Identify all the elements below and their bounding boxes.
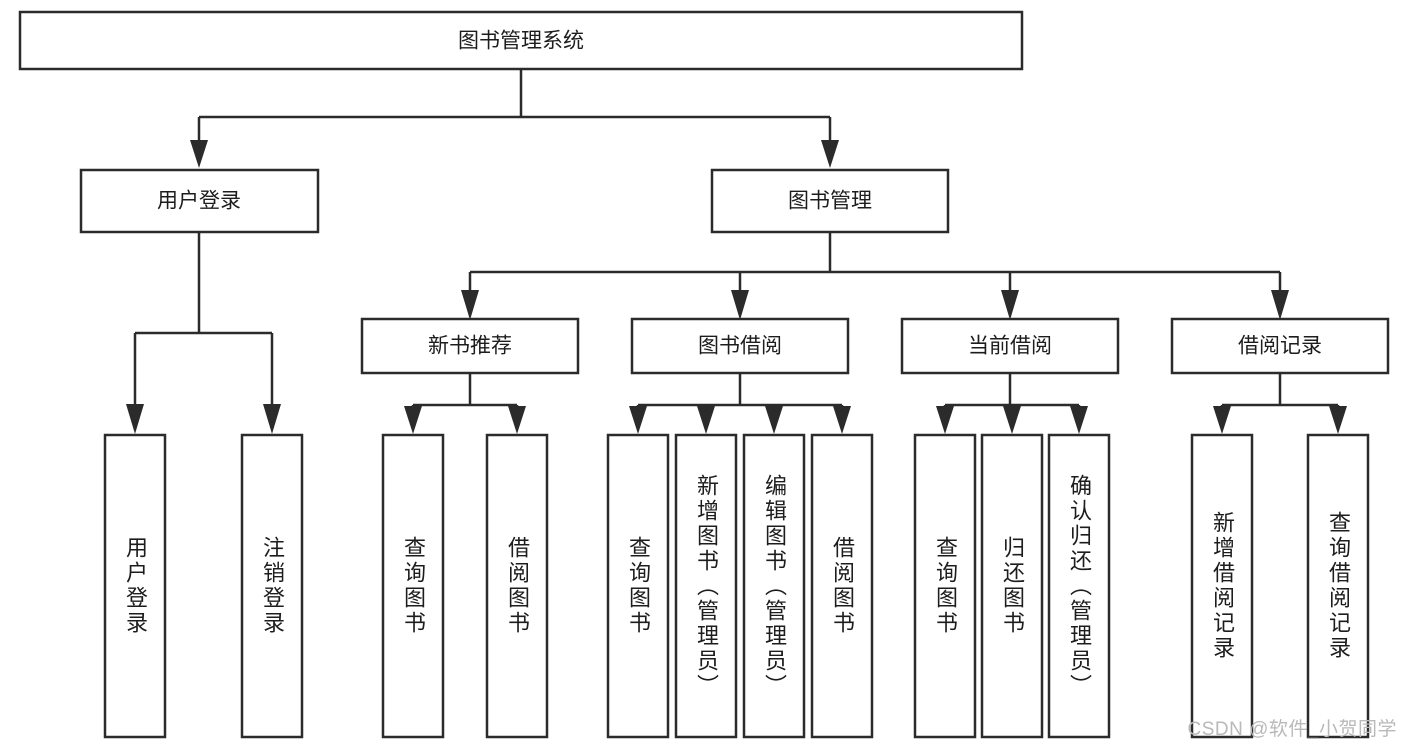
node-book-borrow-label: 图书借阅 — [698, 335, 782, 358]
connector-group-current-borrow — [936, 373, 1088, 434]
arrow-head-cb-leaf3 — [1070, 406, 1088, 434]
leaf-box-bb-borrow-book[interactable] — [810, 433, 874, 739]
node-root[interactable]: 图书管理系统 — [18, 10, 1024, 71]
leaf-box-bb-add-book[interactable] — [674, 433, 738, 739]
arrow-head-leaf-logout — [263, 404, 281, 434]
arrow-head-borrow-record — [1271, 290, 1289, 320]
arrow-head-cb-leaf2 — [1003, 406, 1021, 434]
node-root-label: 图书管理系统 — [458, 30, 584, 53]
leaf-box-br-query-record[interactable] — [1306, 433, 1370, 739]
node-new-book-recommend-label: 新书推荐 — [428, 335, 512, 358]
arrow-head-leaf-user-login — [126, 404, 144, 434]
node-borrow-record-label: 借阅记录 — [1238, 335, 1322, 358]
arrow-head-cb-leaf1 — [936, 406, 954, 434]
arrow-head-nb-leaf2 — [508, 406, 526, 434]
leaf-box-nb-query-book[interactable] — [381, 433, 445, 739]
leaf-box-br-add-record[interactable] — [1190, 433, 1254, 739]
node-user-login[interactable]: 用户登录 — [79, 168, 320, 234]
leaf-box-cb-return-book[interactable] — [980, 433, 1044, 739]
arrow-head-bb-leaf3 — [765, 406, 783, 434]
connector-group-root — [190, 69, 839, 168]
node-current-borrow-label: 当前借阅 — [968, 335, 1052, 358]
arrow-head-bb-leaf4 — [833, 406, 851, 434]
arrow-head-br-leaf2 — [1329, 406, 1347, 434]
node-new-book-recommend[interactable]: 新书推荐 — [360, 317, 580, 375]
arrow-head-current-borrow — [1001, 290, 1019, 320]
leaf-box-bb-query-book[interactable] — [606, 433, 670, 739]
arrow-head-new-book — [461, 290, 479, 320]
connector-group-borrow-record — [1213, 373, 1347, 434]
leaf-box-user-login[interactable] — [103, 433, 167, 739]
node-user-login-box[interactable] — [79, 168, 320, 234]
arrow-head-br-leaf1 — [1213, 406, 1231, 434]
leaf-box-logout[interactable] — [240, 433, 304, 739]
arrow-head-bb-leaf2 — [697, 406, 715, 434]
connector-group-user-login — [126, 232, 281, 434]
connector-group-new-book — [404, 373, 526, 434]
node-book-borrow[interactable]: 图书借阅 — [630, 317, 850, 375]
node-user-login-label: 用户登录 — [157, 190, 241, 213]
leaf-box-bb-edit-book[interactable] — [742, 433, 806, 739]
node-current-borrow[interactable]: 当前借阅 — [900, 317, 1120, 375]
arrow-head-nb-leaf1 — [404, 406, 422, 434]
node-borrow-record-box[interactable] — [1170, 317, 1390, 375]
connector-group-book-borrow — [629, 373, 851, 434]
node-borrow-record[interactable]: 借阅记录 — [1170, 317, 1390, 375]
node-book-management-box[interactable] — [710, 168, 950, 234]
arrow-head-bb-leaf1 — [629, 406, 647, 434]
node-new-book-recommend-box[interactable] — [360, 317, 580, 375]
leaf-box-nb-borrow-book[interactable] — [485, 433, 549, 739]
arrow-head-book-mgmt — [821, 140, 839, 168]
arrow-head-book-borrow — [731, 290, 749, 320]
node-current-borrow-box[interactable] — [900, 317, 1120, 375]
watermark-text: CSDN @软件_小贺同学 — [1187, 719, 1397, 740]
node-book-management-label: 图书管理 — [788, 190, 872, 213]
node-book-management[interactable]: 图书管理 — [710, 168, 950, 234]
leaf-box-cb-query-book[interactable] — [913, 433, 977, 739]
leaf-box-cb-confirm-return[interactable] — [1047, 433, 1111, 739]
arrow-head-user-login — [190, 140, 208, 168]
node-root-box[interactable] — [18, 10, 1024, 71]
node-book-borrow-box[interactable] — [630, 317, 850, 375]
connector-group-book-mgmt — [461, 232, 1289, 320]
